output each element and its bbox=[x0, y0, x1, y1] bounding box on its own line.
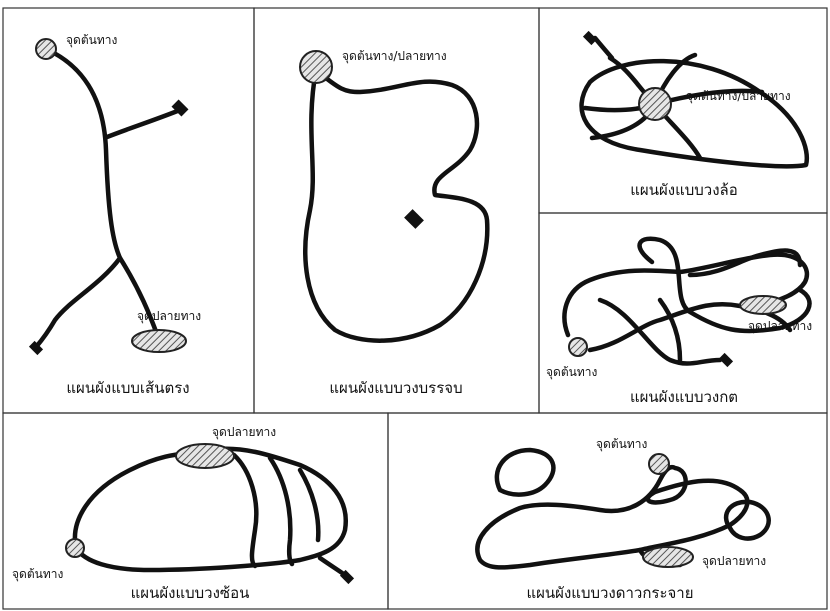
linear-branch-top bbox=[107, 110, 180, 137]
knot-start-label: จุดต้นทาง bbox=[546, 365, 597, 380]
panel-linear: จุดต้นทาง จุดปลายทาง แผนผังแบบเส้นตรง bbox=[29, 33, 201, 397]
linear-start-label: จุดต้นทาง bbox=[66, 33, 117, 48]
stacked-start-node bbox=[66, 539, 84, 557]
linear-end-label: จุดปลายทาง bbox=[137, 309, 201, 324]
wheel-hub-label: จุดต้นทาง/ปลายทาง bbox=[686, 89, 791, 104]
knot-marker bbox=[719, 353, 733, 367]
panel-stacked: จุดปลายทาง จุดต้นทาง แผนผังแบบวงซ้อน bbox=[12, 425, 354, 602]
satellite-main-trail bbox=[477, 467, 747, 567]
panel-wheel: จุดต้นทาง/ปลายทาง แผนผังแบบวงล้อ bbox=[582, 31, 807, 199]
stacked-start-label: จุดต้นทาง bbox=[12, 567, 63, 582]
panel-single-loop: จุดต้นทาง/ปลายทาง แผนผังแบบวงบรรจบ bbox=[300, 49, 487, 397]
knot-start-node bbox=[569, 338, 587, 356]
satellite-start-label: จุดต้นทาง bbox=[596, 437, 647, 452]
stacked-inner-loop-3 bbox=[300, 470, 318, 540]
satellite-end-label: จุดปลายทาง bbox=[702, 554, 766, 569]
frame-single-loop bbox=[254, 8, 539, 413]
linear-branch-bottom bbox=[36, 258, 120, 347]
knot-cross bbox=[660, 300, 680, 360]
satellite-end-node bbox=[643, 547, 693, 567]
satellite-start-node bbox=[649, 454, 669, 474]
single-loop-caption: แผนผังแบบวงบรรจบ bbox=[329, 379, 462, 397]
linear-end-node bbox=[132, 330, 186, 352]
linear-start-node bbox=[36, 39, 56, 59]
knot-end-label: จุดปลายทาง bbox=[748, 319, 812, 334]
stacked-inner-loop-1 bbox=[234, 455, 256, 566]
stacked-caption: แผนผังแบบวงซ้อน bbox=[131, 584, 250, 602]
single-loop-marker bbox=[404, 209, 424, 229]
wheel-hub-node bbox=[639, 88, 671, 120]
single-loop-node bbox=[300, 51, 332, 83]
wheel-caption: แผนผังแบบวงล้อ bbox=[630, 181, 737, 199]
panel-satellite: จุดต้นทาง จุดปลายทาง แผนผังแบบวงดาวกระจา… bbox=[477, 437, 768, 602]
linear-main-trail bbox=[48, 50, 158, 337]
stacked-end-label: จุดปลายทาง bbox=[212, 425, 276, 440]
wheel-marker bbox=[583, 31, 597, 45]
panel-knot: จุดต้นทาง จุดปลายทาง แผนผังแบบวงกต bbox=[546, 239, 812, 406]
knot-inner-loop-3 bbox=[600, 300, 720, 364]
stacked-inner-loop-2 bbox=[270, 458, 292, 564]
linear-caption: แผนผังแบบเส้นตรง bbox=[66, 379, 189, 397]
stacked-end-node bbox=[176, 444, 234, 468]
single-loop-trail bbox=[305, 70, 487, 341]
wheel-spur bbox=[595, 38, 612, 58]
satellite-caption: แผนผังแบบวงดาวกระจาย bbox=[526, 584, 693, 602]
single-loop-node-label: จุดต้นทาง/ปลายทาง bbox=[342, 49, 447, 64]
frame-linear bbox=[3, 8, 254, 413]
stacked-spur bbox=[320, 558, 345, 575]
knot-caption: แผนผังแบบวงกต bbox=[630, 388, 738, 406]
satellite-loop-left bbox=[497, 450, 554, 495]
knot-end-node bbox=[740, 296, 786, 314]
